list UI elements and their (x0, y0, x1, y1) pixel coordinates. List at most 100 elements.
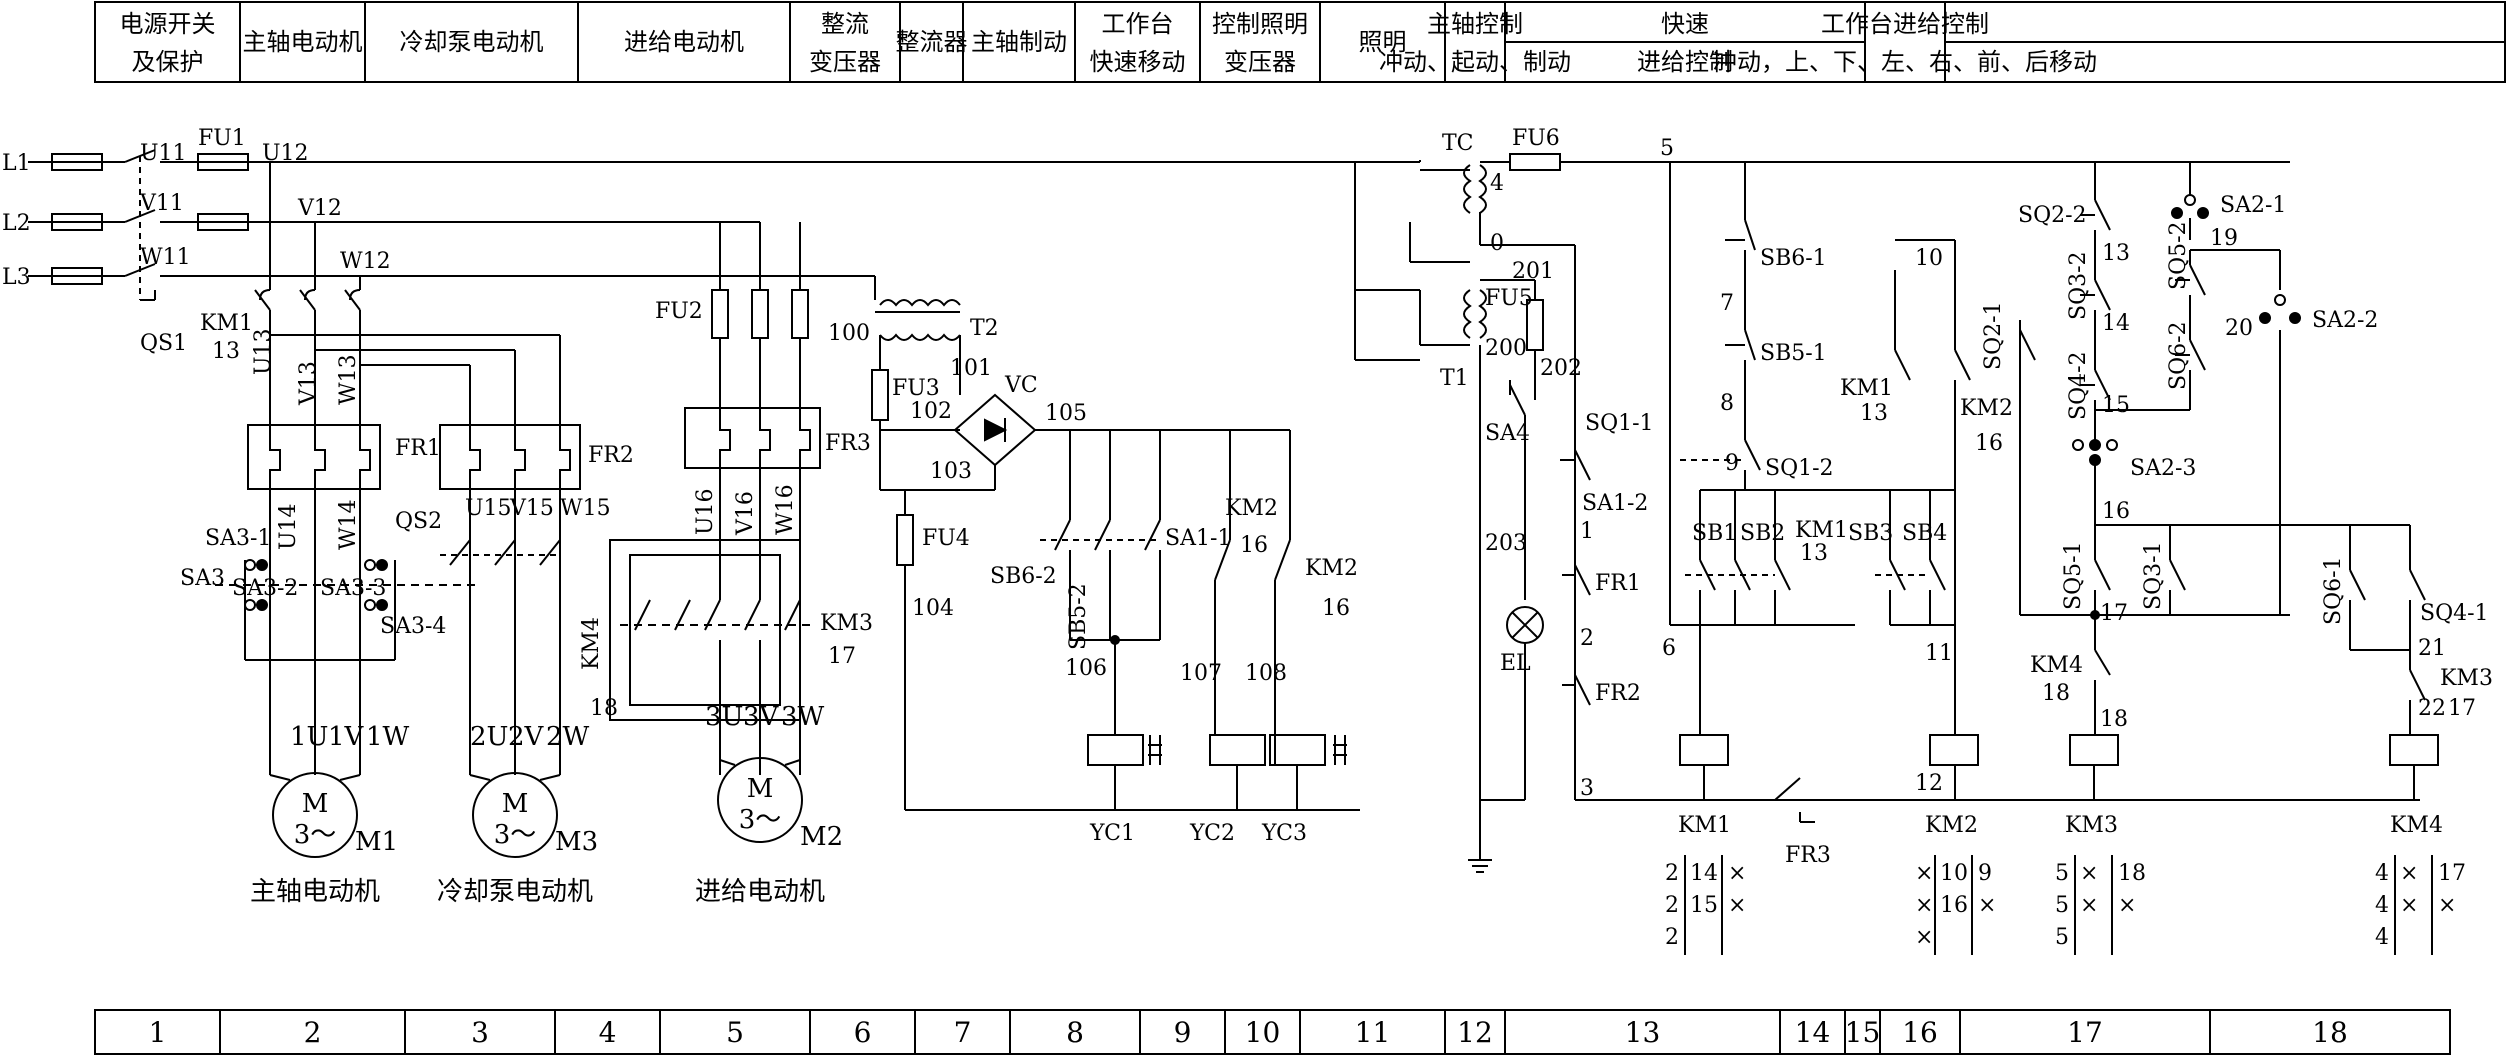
label-SQ4-2: SQ4-2 (2066, 351, 2091, 420)
label-YC2: YC2 (1189, 821, 1235, 846)
contact-table-cell: × (1728, 861, 1746, 886)
label-FR1b: FR1 (1595, 571, 1641, 596)
label-SA3-2: SA3-2 (232, 576, 298, 601)
label-KM4: KM4 (579, 617, 604, 670)
label-n108: 108 (1245, 661, 1287, 686)
label-SA3-1: SA3-1 (205, 526, 271, 551)
contact-table-cell: 2 (1665, 893, 1679, 918)
label-KM3b: KM3 (2440, 666, 2493, 691)
label-SA3-4: SA3-4 (380, 614, 446, 639)
footer-cell-text: 6 (854, 1016, 872, 1049)
footer-cell-text: 7 (954, 1016, 972, 1049)
label-U12: U12 (262, 141, 309, 166)
footer-cell-text: 14 (1795, 1016, 1831, 1049)
label-n2: 2 (1580, 626, 1594, 651)
label-n1: 1 (1580, 519, 1594, 544)
header-cell-text: 控制照明 (1212, 10, 1308, 38)
header-cell-text: 照明 (1359, 28, 1407, 56)
label-L2: L2 (2, 211, 31, 236)
label-U14: U14 (276, 503, 301, 550)
label-KM3: KM3 (820, 611, 873, 636)
label-KM4b: KM4 (2030, 653, 2083, 678)
label-n202: 202 (1540, 356, 1582, 381)
contact-table-cell: × (1915, 925, 1933, 950)
label-SA3: SA3 (180, 566, 225, 591)
footer-cell-text: 4 (599, 1016, 617, 1049)
contact-table-cell: 16 (1940, 893, 1968, 918)
label-n13c: 13 (1860, 401, 1888, 426)
label-SA2-3: SA2-3 (2130, 456, 2196, 481)
label-SB6-1: SB6-1 (1760, 246, 1827, 271)
label-U13: U13 (251, 328, 276, 375)
footer-cell-text: 16 (1902, 1016, 1938, 1049)
label-SB1: SB1 (1692, 521, 1737, 546)
header-cell-text: 冲动，上、下、左、右、前、后移动 (1713, 48, 2097, 76)
motor-phase: 3～ (494, 820, 537, 850)
contact-table-cell: 2 (1665, 861, 1679, 886)
label-KM1c: KM1 (1795, 518, 1848, 543)
label-n100: 100 (828, 321, 870, 346)
label-SQ5-1: SQ5-1 (2061, 541, 2086, 610)
label-SQ2-1: SQ2-1 (1981, 301, 2006, 370)
label-SQ6-1: SQ6-1 (2321, 556, 2346, 625)
label-n16d: 16 (2102, 499, 2130, 524)
label-KM1-13: KM1 (200, 311, 253, 336)
footer-cell-text: 15 (1845, 1016, 1881, 1049)
label-SA2-1: SA2-1 (2220, 193, 2286, 218)
footer-table-frame (94, 1009, 2451, 1055)
label-FU6: FU6 (1512, 126, 1560, 151)
contact-table-cell: × (2438, 893, 2456, 918)
contact-table-cell: × (2400, 861, 2418, 886)
label-n105: 105 (1045, 401, 1087, 426)
label-SB5-1: SB5-1 (1760, 341, 1827, 366)
footer-cell-text: 2 (304, 1016, 322, 1049)
label-n18a: 18 (590, 696, 618, 721)
label-W12: W12 (340, 249, 391, 274)
label-V12: V12 (297, 196, 342, 221)
motor-letter: M (502, 789, 529, 819)
contact-table-cell: 4 (2375, 925, 2389, 950)
footer-cell-text: 13 (1625, 1016, 1661, 1049)
motor-id: M1 (355, 827, 398, 857)
label-n11: 11 (1925, 641, 1953, 666)
label-SB2: SB2 (1740, 521, 1785, 546)
label-FU5: FU5 (1485, 286, 1533, 311)
label-FU1: FU1 (198, 126, 246, 151)
header-cell-text: 工作台 (1102, 10, 1174, 38)
label-n0: 0 (1490, 231, 1504, 256)
label-n21: 21 (2418, 636, 2446, 661)
label-n201: 201 (1512, 259, 1554, 284)
label-KM2b: KM2 (1305, 556, 1358, 581)
label-V15: V15 (509, 496, 554, 521)
label-SA1-2: SA1-2 (1582, 491, 1648, 516)
header-cell-text: 冷却泵电动机 (400, 28, 544, 56)
label-SQ2-2: SQ2-2 (2018, 203, 2087, 228)
motor-phase: 3～ (294, 820, 337, 850)
label-n16a: 16 (1240, 533, 1268, 558)
label-n17c: 17 (2448, 696, 2476, 721)
label-SA1-1: SA1-1 (1165, 526, 1231, 551)
header-cell-text: 进给电动机 (624, 28, 744, 56)
label-n5: 5 (1660, 136, 1674, 161)
contact-table-cell: 14 (1690, 861, 1718, 886)
label-FU4: FU4 (922, 526, 970, 551)
label-SA3-3: SA3-3 (320, 576, 386, 601)
label-SQ1-1: SQ1-1 (1585, 411, 1654, 436)
footer-cell-text: 8 (1066, 1016, 1084, 1049)
header-cell-text: 快速 (1661, 10, 1709, 38)
motor-id: M2 (800, 822, 843, 852)
label-n104: 104 (912, 596, 954, 621)
label-n19: 19 (2210, 226, 2238, 251)
label-n15: 15 (2102, 393, 2130, 418)
label-coil-KM1: KM1 (1678, 813, 1731, 838)
label-n103: 103 (930, 459, 972, 484)
header-cell-text: 主轴控制 (1427, 10, 1523, 38)
label-n6: 6 (1662, 636, 1676, 661)
label-coil-KM2: KM2 (1925, 813, 1978, 838)
contact-table-cell: 2 (1665, 925, 1679, 950)
motor-caption: 主轴电动机 (250, 877, 380, 907)
label-T1: T1 (1440, 366, 1469, 391)
label-FR3b: FR3 (1785, 843, 1831, 868)
contact-table-cell: 5 (2055, 925, 2069, 950)
